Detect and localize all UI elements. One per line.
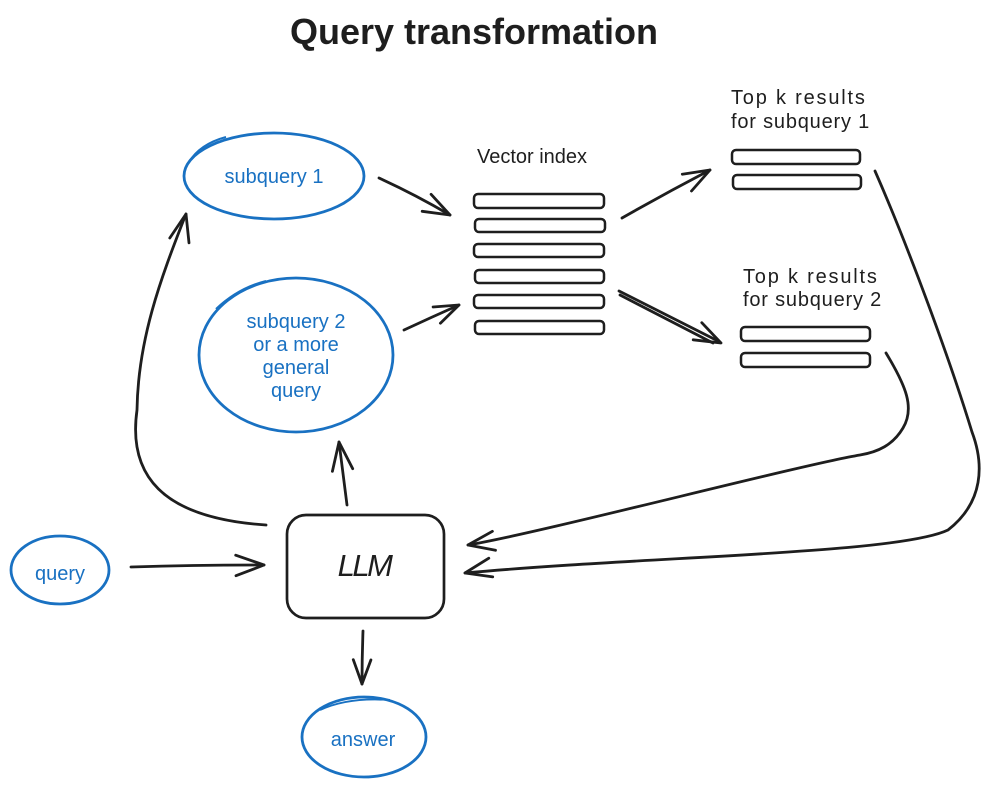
svg-text:query: query (35, 563, 85, 585)
svg-text:Top k results: Top k results (731, 87, 867, 109)
svg-text:Query transformation: Query transformation (290, 11, 658, 52)
svg-text:for subquery 1: for subquery 1 (731, 111, 870, 133)
svg-text:query: query (271, 380, 321, 402)
svg-text:or a more: or a more (253, 334, 339, 356)
svg-text:subquery 2: subquery 2 (247, 311, 346, 333)
svg-text:Top k results: Top k results (743, 266, 879, 288)
svg-text:Vector index: Vector index (477, 146, 587, 168)
svg-text:answer: answer (331, 729, 396, 751)
svg-text:general: general (263, 357, 330, 379)
svg-text:LLM: LLM (338, 548, 393, 583)
svg-text:subquery 1: subquery 1 (225, 166, 324, 188)
svg-text:for subquery 2: for subquery 2 (743, 289, 882, 311)
